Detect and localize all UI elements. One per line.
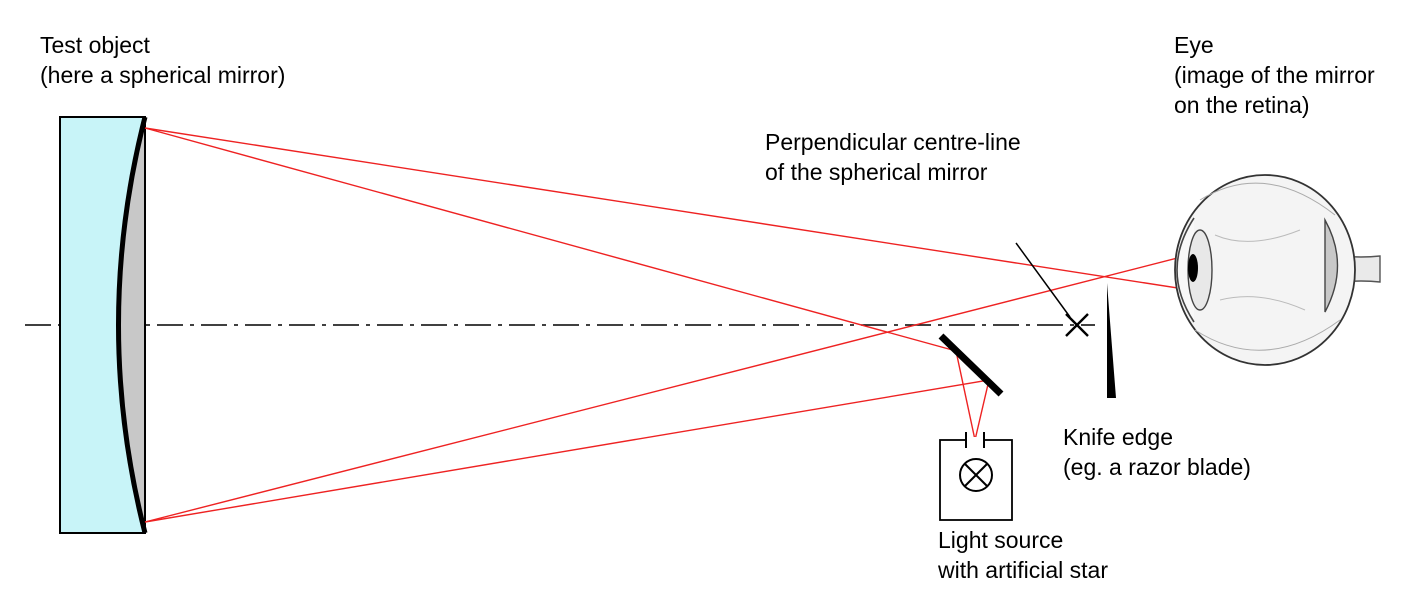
light-source [939, 432, 1013, 521]
ray-mirror-top-to-eye [144, 127, 1327, 312]
ray-source-left [955, 350, 976, 441]
centre-line-pointer [1015, 242, 1071, 318]
ray-beamsplitter-to-mirror-top [144, 127, 957, 352]
ray-source-right [974, 379, 990, 441]
label-eye-line-3: on the retina) [1174, 92, 1310, 118]
ray-mirror-bottom-to-eye [144, 219, 1327, 523]
label-light-source-line-1: Light source [938, 527, 1064, 553]
label-knife-edge-line-2: (eg. a razor blade) [1063, 454, 1251, 480]
cornea [1176, 217, 1195, 323]
centre-of-curvature-marker [1065, 313, 1089, 337]
label-test-object-line-2: (here a spherical mirror) [40, 62, 286, 88]
label-eye: Eye (image of the mirror on the retina) [1174, 30, 1375, 120]
diagonal-mirror [938, 333, 1004, 397]
label-centre-line: Perpendicular centre-line of the spheric… [765, 127, 1021, 187]
mirror-reflective-coating [116, 116, 148, 534]
label-eye-line-2: (image of the mirror [1174, 62, 1375, 88]
label-light-source-line-2: with artificial star [938, 557, 1108, 583]
label-light-source: Light source with artificial star [938, 525, 1108, 585]
ray-beamsplitter-to-mirror-bottom [144, 379, 990, 523]
label-test-object-line-1: Test object [40, 32, 150, 58]
eye-illustration [1174, 174, 1381, 366]
label-centre-line-2: of the spherical mirror [765, 159, 988, 185]
label-centre-line-1: Perpendicular centre-line [765, 129, 1021, 155]
retina-image [1324, 217, 1339, 313]
eye-lens [1187, 229, 1213, 311]
pupil [1188, 254, 1198, 282]
label-knife-edge: Knife edge (eg. a razor blade) [1063, 422, 1251, 482]
label-eye-line-1: Eye [1174, 32, 1214, 58]
label-test-object: Test object (here a spherical mirror) [40, 30, 285, 90]
label-knife-edge-line-1: Knife edge [1063, 424, 1173, 450]
spherical-mirror [59, 116, 148, 534]
eyeball [1174, 174, 1356, 366]
light-rays [144, 127, 1327, 523]
knife-edge [1107, 283, 1116, 398]
